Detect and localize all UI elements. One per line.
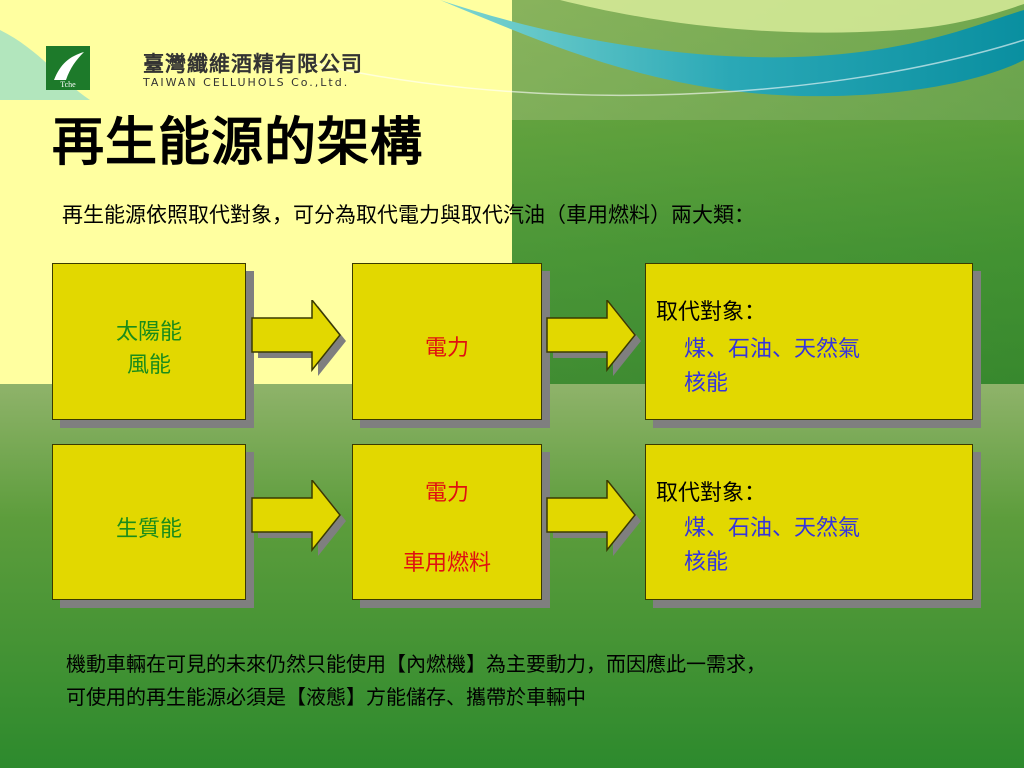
arrow-right-icon xyxy=(546,300,641,376)
replacement-label: 取代對象： xyxy=(656,300,767,325)
replacement-label: 取代對象： xyxy=(656,481,767,506)
footer-note-line2: 可使用的再生能源必須是【液態】方能儲存、攜帶於車輛中 xyxy=(66,685,586,709)
source-box-solar-wind: 太陽能 風能 xyxy=(52,263,246,420)
replacement-nuclear: 核能 xyxy=(684,371,729,396)
arrow-right-icon xyxy=(546,480,641,556)
product-box-electricity-fuel: 電力 車用燃料 xyxy=(352,444,542,600)
replacement-box-row1: 取代對象： 煤、石油、天然氣 核能 xyxy=(645,263,973,420)
company-name-chinese: 臺灣纖維酒精有限公司 xyxy=(143,52,363,76)
source-wind-label: 風能 xyxy=(126,353,171,378)
replacement-fossil-fuels: 煤、石油、天然氣 xyxy=(684,516,861,541)
svg-text:Tche: Tche xyxy=(60,80,76,89)
product-electricity-label: 電力 xyxy=(424,481,469,506)
slide-title: 再生能源的架構 xyxy=(52,113,424,173)
replacement-box-row2: 取代對象： 煤、石油、天然氣 核能 xyxy=(645,444,973,600)
source-solar-label: 太陽能 xyxy=(115,320,182,345)
company-logo-icon: Tche xyxy=(46,46,90,90)
replacement-nuclear: 核能 xyxy=(684,550,729,575)
slide-subtitle: 再生能源依照取代對象，可分為取代電力與取代汽油（車用燃料）兩大類： xyxy=(62,203,755,227)
source-box-biomass: 生質能 xyxy=(52,444,246,600)
arrow-right-icon xyxy=(251,300,346,376)
replacement-fossil-fuels: 煤、石油、天然氣 xyxy=(684,337,861,362)
product-electricity-label: 電力 xyxy=(424,336,469,361)
product-box-electricity: 電力 xyxy=(352,263,542,420)
product-vehicle-fuel-label: 車用燃料 xyxy=(402,551,491,576)
company-logo: Tche 臺灣纖維酒精有限公司 TAIWAN CELLUHOLS Co.,Ltd… xyxy=(46,46,362,92)
arrow-right-icon xyxy=(251,480,346,556)
footer-note-line1: 機動車輛在可見的未來仍然只能使用【內燃機】為主要動力，而因應此一需求， xyxy=(66,652,766,676)
source-biomass-label: 生質能 xyxy=(115,517,182,542)
company-name-english: TAIWAN CELLUHOLS Co.,Ltd. xyxy=(143,76,350,89)
